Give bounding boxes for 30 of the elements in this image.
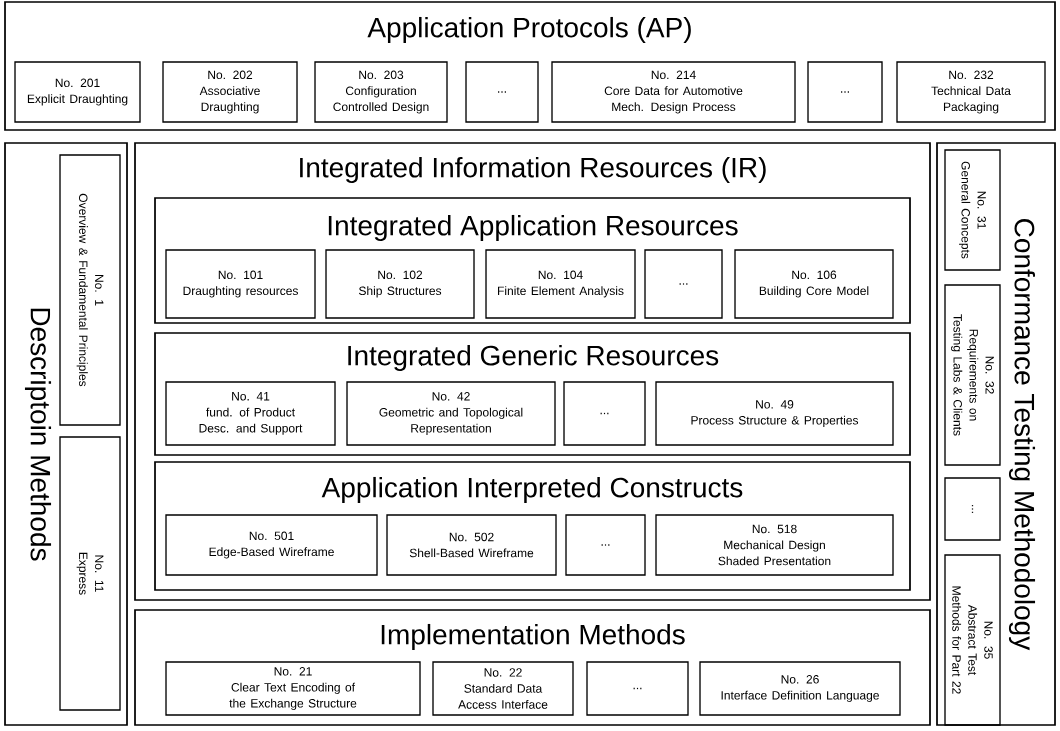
part-box: No. 203 Configuration Controlled Design (314, 61, 448, 123)
part-box: No. 21 Clear Text Encoding of the Exchange Structure (165, 661, 421, 716)
part-box: No. 49 Process Structure & Properties (655, 381, 894, 446)
part-box: No. 201 Explicit Draughting (14, 61, 141, 123)
part-box: No. 104 Finite Element Analysis (485, 249, 636, 319)
part-box: No. 32 Requirements on Testing Labs & Clients (944, 284, 1001, 466)
part-box: ... (807, 61, 883, 123)
part-box: No. 11 Express (59, 436, 121, 711)
part-box: No. 102 Ship Structures (325, 249, 475, 319)
part-box: No. 101 Draughting resources (165, 249, 316, 319)
part-box: No. 232 Technical Data Packaging (896, 61, 1046, 123)
part-box: ... (465, 61, 539, 123)
part-box: No. 202 Associative Draughting (162, 61, 298, 123)
part-box: No. 518 Mechanical Design Shaded Presentation (655, 514, 894, 576)
part-box: No. 31 General Concepts (944, 149, 1001, 271)
part-box: No. 42 Geometric and Topological Representation (346, 381, 556, 446)
part-box: No. 1 Overview & Fundamental Principles (59, 154, 121, 426)
part-box: No. 22 Standard Data Access Interface (432, 661, 574, 716)
part-box: No. 106 Building Core Model (734, 249, 894, 319)
part-box: ... (563, 381, 646, 446)
part-box: No. 214 Core Data for Automotive Mech. Design Process (551, 61, 796, 123)
part-box: ... (944, 477, 1001, 541)
part-box: No. 501 Edge-Based Wireframe (165, 514, 378, 576)
part-box: No. 35 Abstract Test Methods for Part 22 (944, 554, 1001, 726)
part-box: No. 26 Interface Definition Language (699, 661, 901, 716)
part-box: ... (586, 661, 689, 716)
part-box: No. 41 fund. of Product Desc. and Support (165, 381, 336, 446)
part-box: ... (565, 514, 646, 576)
part-box: No. 502 Shell-Based Wireframe (386, 514, 557, 576)
part-box: ... (644, 249, 723, 319)
